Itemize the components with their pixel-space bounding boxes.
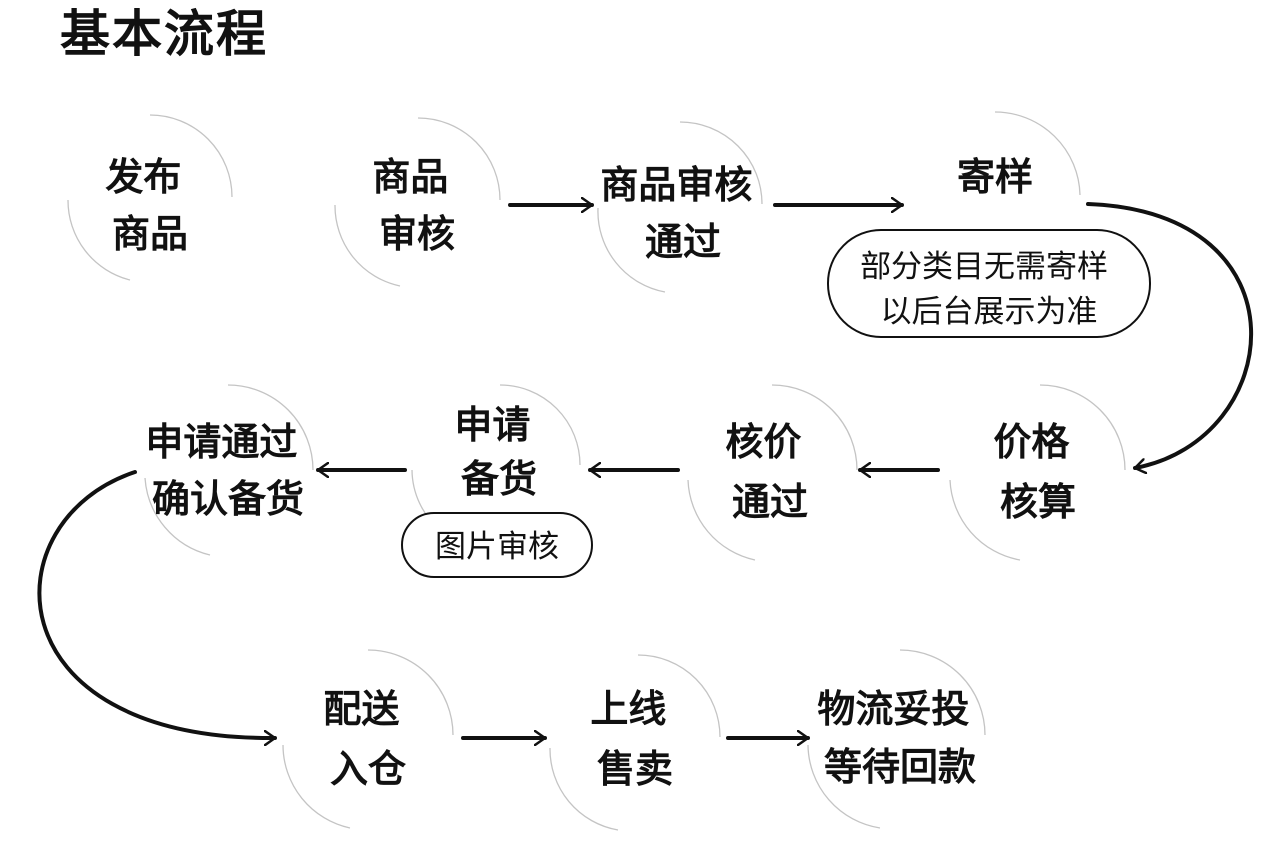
- node-price-calc: 价格 核算: [993, 420, 1082, 524]
- page-title: 基本流程: [60, 5, 268, 63]
- node-publish: 发布 商品: [105, 155, 194, 256]
- node-confirm-stock: 申请通过 确认备货: [145, 420, 310, 521]
- connectors: [37, 202, 1254, 738]
- node-sample: 寄样: [957, 155, 1033, 199]
- node-review-pass: 商品审核 通过: [600, 163, 765, 264]
- decor-arc: [687, 384, 858, 561]
- decor-arc: [597, 121, 763, 293]
- arrow-confirm-to-ship: [37, 470, 277, 738]
- decor-arc: [67, 114, 233, 281]
- decor-arc: [549, 654, 721, 831]
- decor-arc: [807, 649, 986, 829]
- node-online-sale: 上线 售卖: [590, 687, 679, 791]
- node-apply-stock: 申请 备货: [454, 403, 543, 501]
- decor-arc: [334, 117, 501, 287]
- note-pills: [401, 229, 1151, 578]
- node-review: 商品 审核: [372, 155, 461, 256]
- decor-arc: [144, 384, 314, 556]
- note-labels: 部分类目无需寄样 以后台展示为准 图片审核: [435, 249, 1118, 565]
- note-sample: 部分类目无需寄样 以后台展示为准: [860, 249, 1118, 330]
- node-decorations: [67, 111, 1126, 831]
- decor-arc: [994, 111, 1081, 196]
- node-payment: 物流妥投 等待回款: [817, 687, 982, 789]
- arrow-sample-to-price: [1086, 202, 1254, 468]
- node-ship-warehouse: 配送 入仓: [323, 687, 412, 791]
- node-price-approved: 核价 通过: [725, 420, 814, 524]
- note-pill-sample: [827, 229, 1151, 338]
- decor-arc: [282, 649, 454, 829]
- note-pill-image-review: [401, 512, 593, 578]
- decor-arc: [949, 384, 1126, 561]
- node-labels: 发布 商品 商品 审核 商品审核 通过 寄样 价格 核算 核价 通过: [105, 155, 1082, 791]
- note-image-review: 图片审核: [435, 529, 559, 565]
